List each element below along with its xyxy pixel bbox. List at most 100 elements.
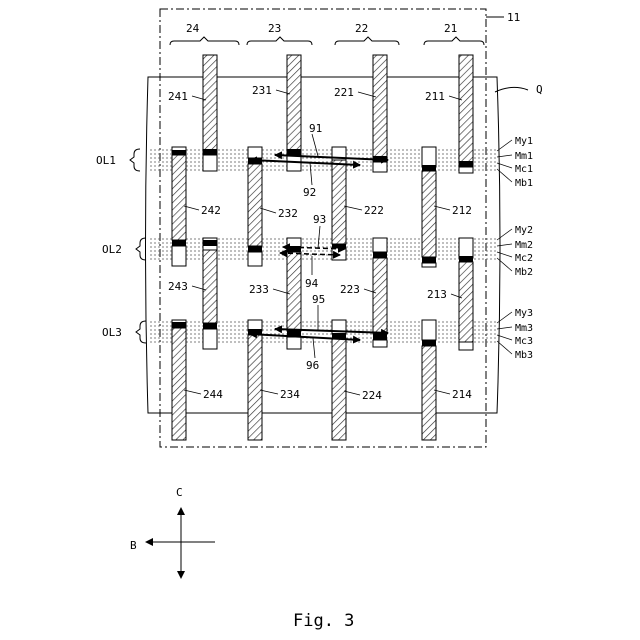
part-label-232: 232 bbox=[278, 207, 298, 220]
mark-label-mm2: Mm2 bbox=[515, 240, 533, 251]
group-headers: 24 23 22 21 bbox=[170, 22, 484, 45]
top-mark-243 bbox=[203, 240, 217, 246]
top-end-214 bbox=[422, 320, 436, 340]
direction-label-c: C bbox=[176, 486, 183, 499]
mark-label-mc1: Mc1 bbox=[515, 164, 533, 175]
strips bbox=[172, 55, 473, 440]
part-label-244: 244 bbox=[203, 388, 223, 401]
part-label-214: 214 bbox=[452, 388, 472, 401]
mark-label-mc2: Mc2 bbox=[515, 253, 533, 264]
strip-232 bbox=[248, 164, 262, 246]
arrow-label-94: 94 bbox=[305, 277, 319, 290]
top-mark-214 bbox=[422, 340, 436, 346]
group-bracket-21 bbox=[424, 37, 484, 45]
end-223 bbox=[373, 340, 387, 347]
group-label-24: 24 bbox=[186, 22, 200, 35]
strip-213 bbox=[459, 262, 473, 342]
mark-label-mb2: Mb2 bbox=[515, 267, 533, 278]
group-label-23: 23 bbox=[268, 22, 281, 35]
strip-244 bbox=[172, 328, 186, 440]
strip-212 bbox=[422, 171, 436, 257]
mark-222 bbox=[332, 244, 346, 248]
top-mark-223 bbox=[373, 252, 387, 258]
mark-labels: My1 Mm1 Mc1 Mb1 My2 Mm2 Mc2 Mb2 My3 Mm3 … bbox=[497, 136, 533, 361]
end-222 bbox=[332, 248, 346, 260]
part-label-243: 243 bbox=[168, 280, 188, 293]
top-mark-213 bbox=[459, 256, 473, 262]
strip-234 bbox=[248, 335, 262, 440]
top-end-232 bbox=[248, 147, 262, 158]
end-241 bbox=[203, 155, 217, 171]
overlap-label-2: OL2 bbox=[102, 243, 122, 256]
mark-label-mm1: Mm1 bbox=[515, 151, 533, 162]
end-243 bbox=[203, 329, 217, 349]
strip-223 bbox=[373, 258, 387, 334]
part-label-224: 224 bbox=[362, 389, 382, 402]
direction-indicator: C B bbox=[130, 486, 215, 578]
overlap-band-1 bbox=[150, 150, 497, 170]
mark-211 bbox=[459, 161, 473, 167]
part-label-221: 221 bbox=[334, 86, 354, 99]
mark-label-mb3: Mb3 bbox=[515, 350, 533, 361]
strip-221 bbox=[373, 55, 387, 162]
mark-232 bbox=[248, 246, 262, 252]
end-212 bbox=[422, 263, 436, 267]
overlap-labels: OL1 OL2 OL3 bbox=[96, 149, 146, 343]
top-end-212 bbox=[422, 147, 436, 167]
arrow-label-92: 92 bbox=[303, 186, 316, 199]
mark-label-my1: My1 bbox=[515, 136, 533, 147]
part-label-233: 233 bbox=[249, 283, 269, 296]
mark-241 bbox=[203, 149, 217, 155]
top-end-223 bbox=[373, 238, 387, 252]
arrow-label-93: 93 bbox=[313, 213, 326, 226]
end-232 bbox=[248, 252, 262, 266]
part-label-211: 211 bbox=[425, 90, 445, 103]
arrow-label-95: 95 bbox=[312, 293, 325, 306]
mark-223 bbox=[373, 334, 387, 340]
end-211 bbox=[459, 167, 473, 173]
part-label-234: 234 bbox=[280, 388, 300, 401]
direction-label-b: B bbox=[130, 539, 137, 552]
arrows bbox=[250, 155, 388, 340]
strip-231 bbox=[287, 55, 301, 155]
part-label-213: 213 bbox=[427, 288, 447, 301]
group-bracket-24 bbox=[170, 37, 239, 45]
part-label-241: 241 bbox=[168, 90, 188, 103]
mark-212 bbox=[422, 257, 436, 263]
top-mark-244 bbox=[172, 322, 186, 328]
top-mark-212 bbox=[422, 165, 436, 171]
end-221 bbox=[373, 162, 387, 172]
top-end-213 bbox=[459, 238, 473, 258]
strip-242 bbox=[172, 155, 186, 240]
strip-222 bbox=[332, 160, 346, 244]
group-label-22: 22 bbox=[355, 22, 368, 35]
arrow-label-96: 96 bbox=[306, 359, 319, 372]
part-label-231: 231 bbox=[252, 84, 272, 97]
mark-label-my3: My3 bbox=[515, 308, 533, 319]
end-213 bbox=[459, 342, 473, 350]
strip-241 bbox=[203, 55, 217, 155]
group-label-21: 21 bbox=[444, 22, 457, 35]
end-242 bbox=[172, 246, 186, 266]
mark-label-mb1: Mb1 bbox=[515, 178, 533, 189]
sheet-q-outline bbox=[146, 77, 501, 413]
strip-233 bbox=[287, 252, 301, 331]
end-233 bbox=[287, 337, 301, 349]
strip-243 bbox=[203, 250, 217, 323]
group-bracket-23 bbox=[247, 37, 312, 45]
sheet-label: Q bbox=[536, 83, 543, 96]
mark-231 bbox=[287, 149, 301, 155]
mark-label-mm3: Mm3 bbox=[515, 323, 533, 334]
strip-211 bbox=[459, 55, 473, 167]
overlap-bands bbox=[150, 150, 497, 342]
group-bracket-22 bbox=[335, 37, 399, 45]
mark-label-my2: My2 bbox=[515, 225, 533, 236]
strip-214 bbox=[422, 346, 436, 440]
part-label-212: 212 bbox=[452, 204, 472, 217]
sheet-label-leader bbox=[495, 87, 528, 92]
part-label-222: 222 bbox=[364, 204, 384, 217]
strip-224 bbox=[332, 339, 346, 440]
figure-caption: Fig. 3 bbox=[293, 611, 354, 631]
mark-242 bbox=[172, 240, 186, 246]
